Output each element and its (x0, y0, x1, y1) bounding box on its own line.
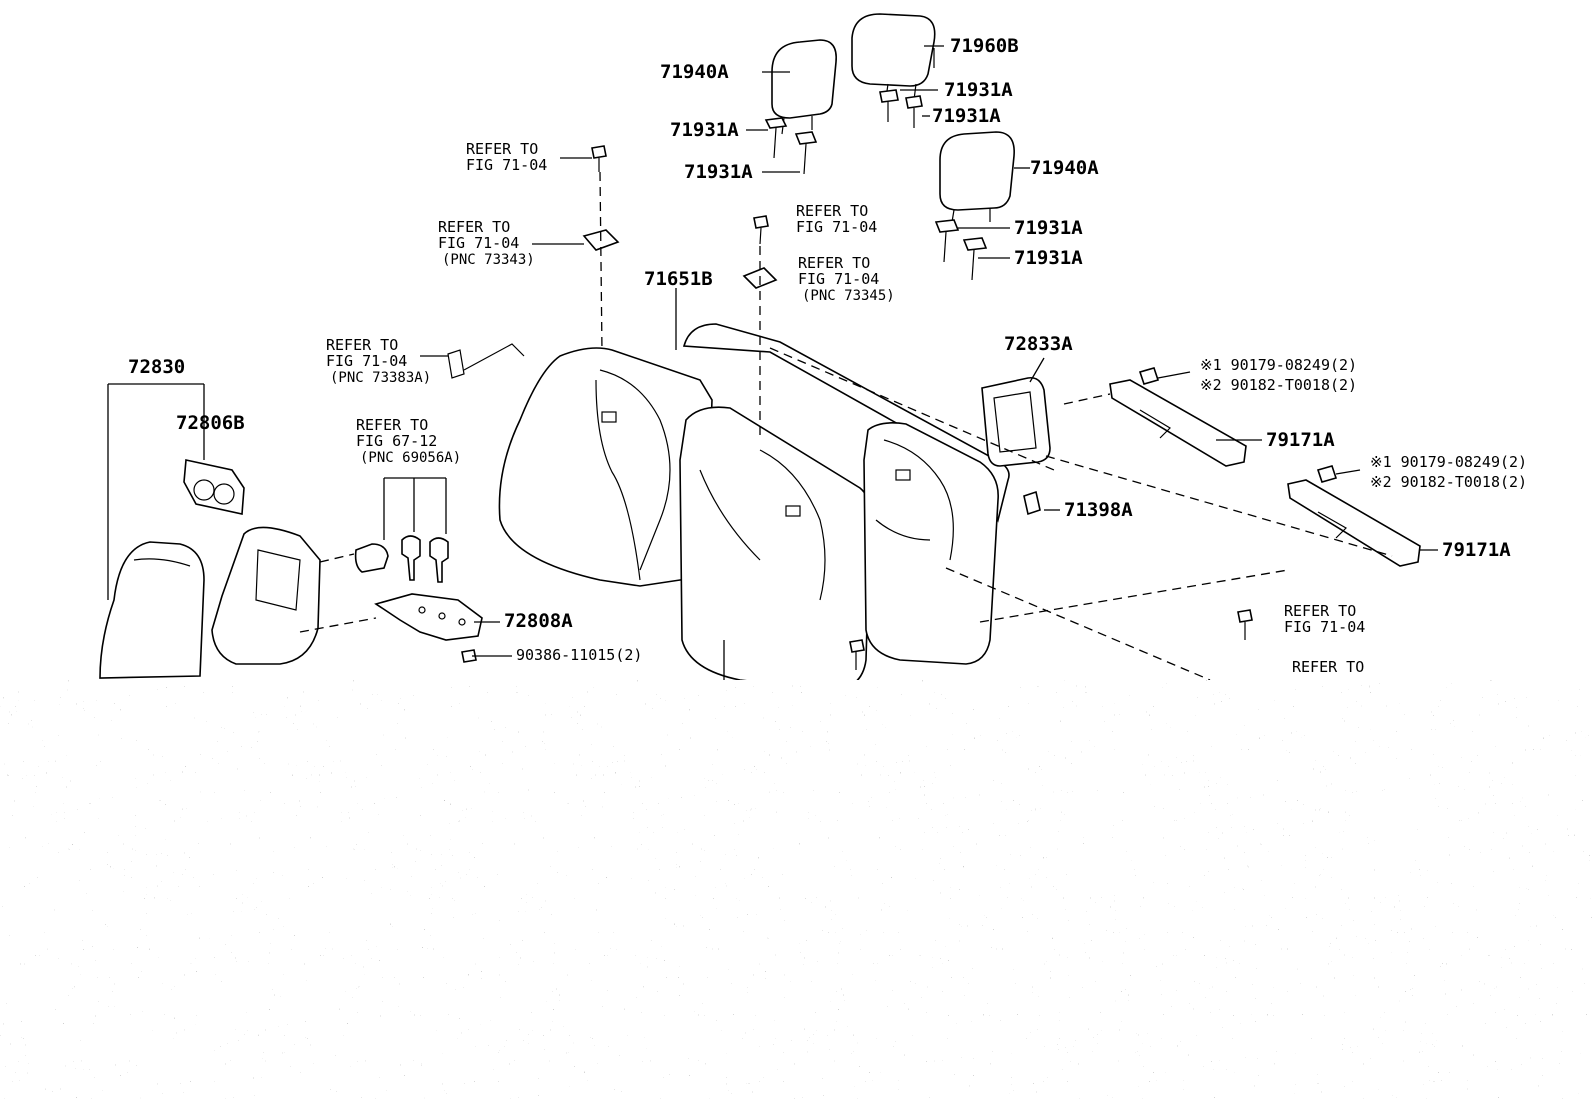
label-72830: 72830 (128, 356, 185, 378)
seatback-71651B (498, 323, 1010, 691)
ref4-line1: REFER TO (798, 254, 870, 272)
armrest-72830 (99, 541, 205, 679)
clip-71398A (1023, 490, 1041, 516)
label-71931A-a: 71931A (944, 79, 1013, 101)
ref5-line3: (PNC 73383A) (330, 370, 431, 386)
bolt-upper-left (591, 145, 607, 172)
bolt-center (753, 215, 769, 245)
ref5-line2: FIG 71-04 (326, 352, 407, 370)
armrest-lid-72806B (183, 459, 245, 515)
label-71931A-b: 71931A (932, 105, 1001, 127)
label-71651B: 71651B (644, 268, 713, 290)
ref3-line1: REFER TO (796, 202, 868, 220)
bolt-lower-center (849, 639, 865, 670)
ref3-line2: FIG 71-04 (796, 218, 877, 236)
label-71931A-f: 71931A (1014, 247, 1083, 269)
note-1a: ※1 90179-08249(2) (1200, 356, 1357, 374)
note-1b: ※2 90182-T0018(2) (1200, 376, 1357, 394)
hinge-bracket-72808A (374, 593, 483, 641)
fastener-notes: ※1 90179-08249(2) ※2 90182-T0018(2) ※1 9… (1200, 356, 1527, 491)
ref7-line2: FIG 71-04 (1284, 618, 1365, 636)
ref2-line1: REFER TO (438, 218, 510, 236)
pass-through-frame-72833A (981, 376, 1051, 467)
assembly-dashed-lines (299, 171, 1393, 681)
label-71940A-mid: 71940A (1030, 157, 1099, 179)
headrest-71940A-top (771, 39, 837, 135)
label-71931A-e: 71931A (1014, 217, 1083, 239)
ref6-line1: REFER TO (356, 416, 428, 434)
ref1-line1: REFER TO (466, 140, 538, 158)
headrest-71940A-mid (939, 131, 1015, 223)
bolt-90386 (461, 649, 477, 663)
label-72833A: 72833A (1004, 333, 1073, 355)
ref2-line2: FIG 71-04 (438, 234, 519, 252)
label-79171A-b: 79171A (1442, 539, 1511, 561)
label-90386-11015: 90386-11015(2) (516, 646, 642, 664)
label-71960B: 71960B (950, 35, 1019, 57)
label-72808A: 72808A (504, 610, 573, 632)
hinge-79171A-upper (1109, 367, 1247, 467)
noise-overlay (0, 680, 1592, 1099)
ref4-line2: FIG 71-04 (798, 270, 879, 288)
part-labels: 71940A 71960B 71931A 71931A 71931A 71931… (128, 35, 1511, 664)
label-71931A-c: 71931A (670, 119, 739, 141)
label-71940A-top: 71940A (660, 61, 729, 83)
label-79171A-a: 79171A (1266, 429, 1335, 451)
ref8-line1: REFER TO (1292, 658, 1364, 676)
armrest-frame (211, 526, 321, 665)
ref2-line3: (PNC 73343) (442, 252, 535, 268)
ref5-line1: REFER TO (326, 336, 398, 354)
label-71931A-d: 71931A (684, 161, 753, 183)
label-72806B: 72806B (176, 412, 245, 434)
hinge-79171A-lower (1287, 465, 1421, 567)
headrest-guides (764, 89, 988, 281)
lock-cable (447, 343, 525, 379)
headrest-71960B (851, 13, 936, 101)
ref7-line1: REFER TO (1284, 602, 1356, 620)
label-71398A: 71398A (1064, 499, 1133, 521)
ref1-line2: FIG 71-04 (466, 156, 547, 174)
note-2a: ※1 90179-08249(2) (1370, 453, 1527, 471)
ref6-line2: FIG 67-12 (356, 432, 437, 450)
note-2b: ※2 90182-T0018(2) (1370, 473, 1527, 491)
ref4-line3: (PNC 73345) (802, 288, 895, 304)
lock-cylinder-and-keys (354, 535, 449, 583)
leader-lines (107, 45, 1438, 680)
refer-to-callouts: REFER TO FIG 71-04 REFER TO FIG 71-04 (P… (326, 140, 1365, 676)
bolt-lower-right (1237, 609, 1253, 640)
ref6-line3: (PNC 69056A) (360, 450, 461, 466)
